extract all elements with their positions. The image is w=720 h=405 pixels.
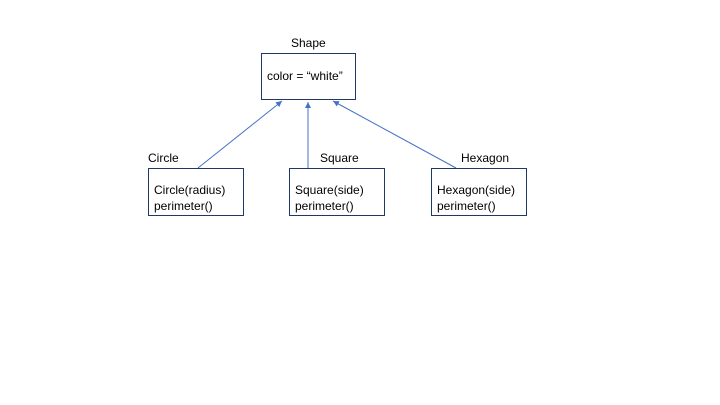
square-perimeter-method: perimeter() — [295, 199, 354, 213]
hexagon-constructor: Hexagon(side) — [437, 183, 516, 197]
square-class-box: Square(side) perimeter() — [289, 168, 385, 216]
square-constructor: Square(side) — [295, 183, 364, 197]
hexagon-perimeter-method: perimeter() — [437, 199, 496, 213]
square-class-name: Square — [320, 151, 359, 165]
shape-class-name: Shape — [291, 36, 326, 50]
circle-constructor: Circle(radius) — [154, 183, 226, 197]
circle-class-box: Circle(radius) perimeter() — [148, 168, 244, 216]
circle-class-name: Circle — [148, 151, 179, 165]
arrow-hexagon-to-shape — [332, 100, 457, 169]
hexagon-class-name: Hexagon — [461, 151, 510, 165]
arrow-circle-to-shape — [197, 100, 283, 169]
shape-color-attribute: color = “white” — [267, 69, 343, 83]
hexagon-class-box: Hexagon(side) perimeter() — [431, 168, 527, 216]
circle-perimeter-method: perimeter() — [154, 199, 213, 213]
shape-class-box: color = “white” — [261, 53, 356, 100]
